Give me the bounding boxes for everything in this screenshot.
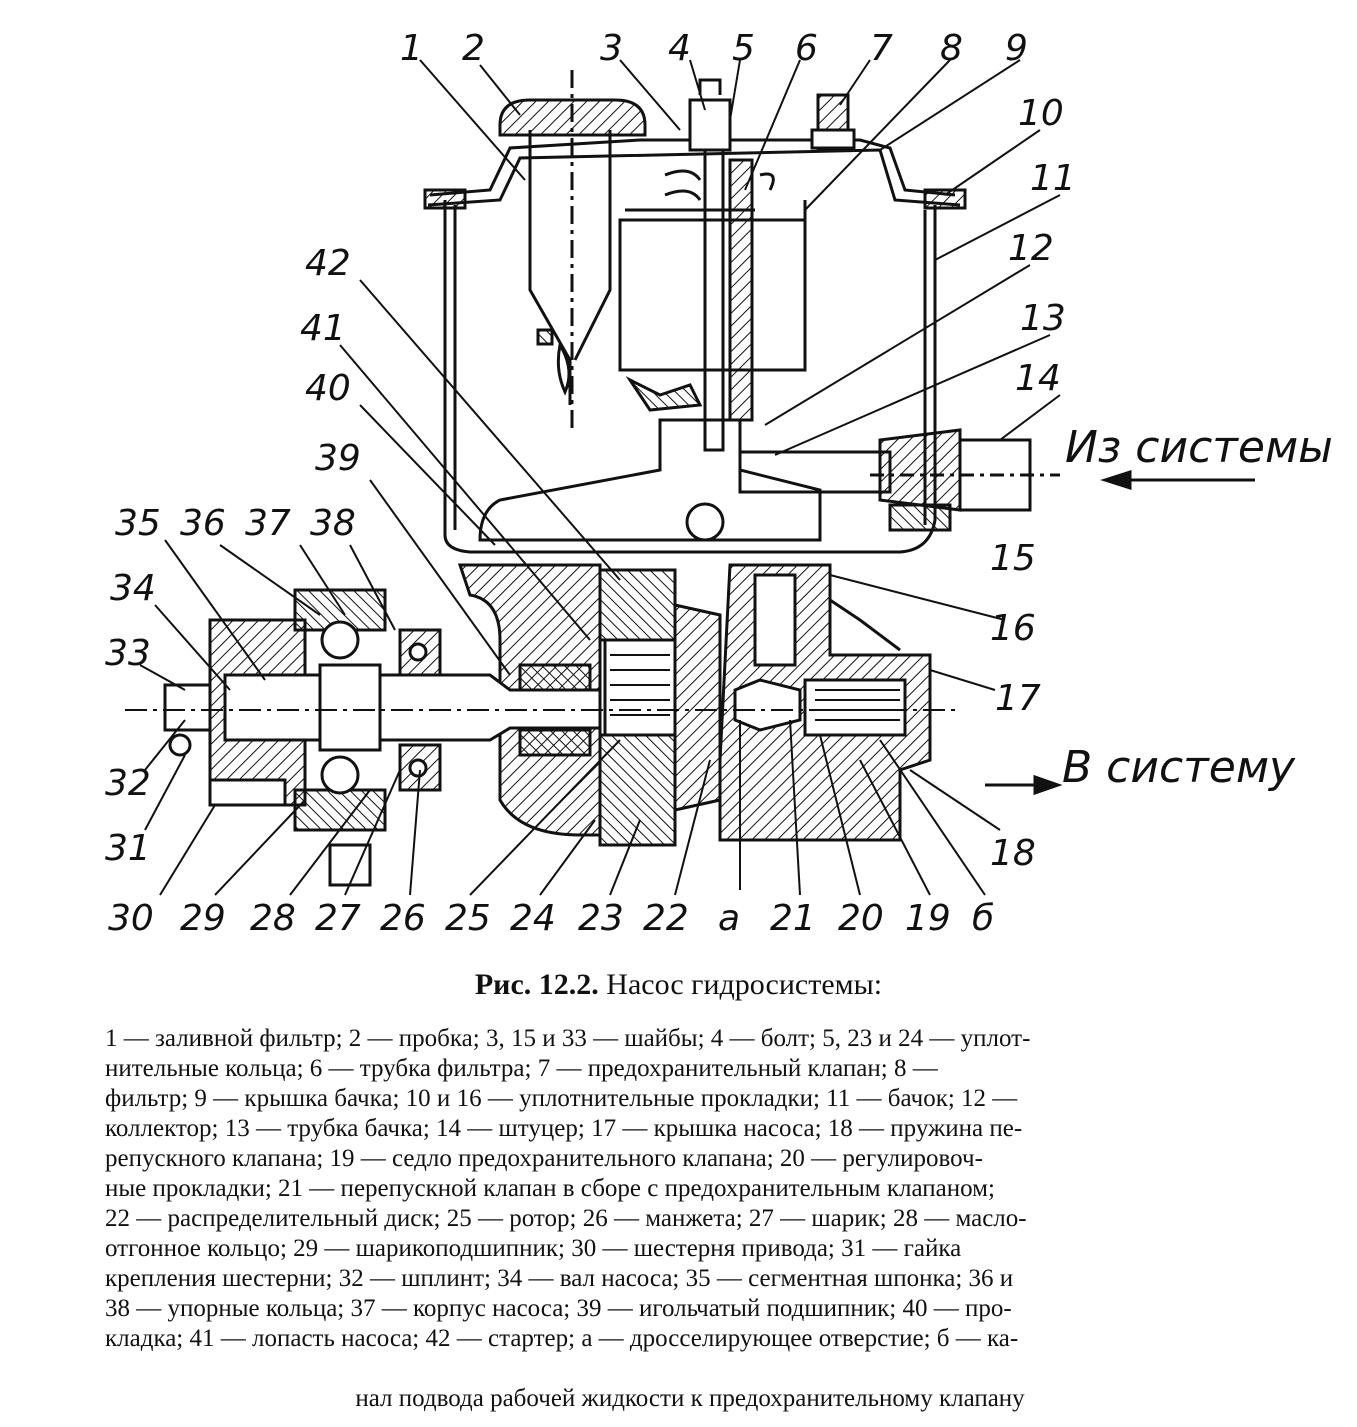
callout-4: 4 (668, 28, 691, 69)
callout-13: 13 (1020, 298, 1066, 339)
callout-labels: 1 2 3 4 5 6 7 8 9 10 11 12 13 14 15 16 1… (105, 28, 1076, 939)
callout-30: 30 (108, 898, 154, 939)
callout-5: 5 (732, 28, 755, 69)
callout-19: 19 (905, 898, 951, 939)
legend-line: нал подвода рабочей жидкости к предохран… (355, 1385, 1025, 1412)
flow-label-from-system: Из системы (1065, 422, 1333, 473)
safety-valve (810, 93, 856, 152)
callout-33: 33 (105, 633, 151, 674)
legend-line: отгонное кольцо; 29 — шарикоподшипник; 3… (105, 1235, 962, 1262)
legend-line: 1 — заливной фильтр; 2 — пробка; 3, 15 и… (105, 1025, 1031, 1052)
legend-line: кладка; 41 — лопасть насоса; 42 — старте… (105, 1325, 1019, 1352)
figure-caption: Рис. 12.2. Насос гидросистемы: (0, 968, 1357, 1002)
legend-line: нительные кольца; 6 — трубка фильтра; 7 … (105, 1055, 938, 1082)
legend-line: 22 — распределительный диск; 25 — ротор;… (105, 1205, 1027, 1232)
callout-34: 34 (110, 568, 156, 609)
callout-21: 21 (770, 898, 816, 939)
callout-10: 10 (1018, 93, 1064, 134)
callout-6: 6 (795, 28, 818, 69)
callout-a: а (718, 898, 740, 939)
legend-line: крепления шестерни; 32 — шплинт; 34 — ва… (105, 1265, 1014, 1292)
callout-32: 32 (105, 763, 151, 804)
flow-label-to-system: В систему (1062, 742, 1296, 793)
filler-plug (498, 70, 647, 430)
callout-38: 38 (310, 503, 356, 544)
callout-16: 16 (990, 608, 1036, 649)
callout-27: 27 (315, 898, 361, 939)
callout-29: 29 (180, 898, 226, 939)
callout-17: 17 (995, 678, 1041, 719)
callout-42: 42 (305, 243, 351, 284)
legend-line: ные прокладки; 21 — перепускной клапан в… (105, 1175, 995, 1202)
callout-26: 26 (380, 898, 426, 939)
caption-title: Насос гидросистемы: (606, 968, 883, 1001)
callout-31: 31 (105, 828, 151, 869)
legend-line: репускного клапана; 19 — седло предохран… (105, 1145, 983, 1172)
pump-body (457, 563, 932, 842)
callout-39: 39 (315, 438, 361, 479)
legend-line: коллектор; 13 — трубка бачка; 14 — штуце… (105, 1115, 1023, 1142)
callout-40: 40 (305, 368, 351, 409)
callout-18: 18 (990, 833, 1036, 874)
callout-28: 28 (250, 898, 296, 939)
figure-legend: 1 — заливной фильтр; 2 — пробка; 3, 15 и… (105, 1024, 1275, 1354)
callout-36: 36 (180, 503, 226, 544)
callout-41: 41 (300, 308, 346, 349)
callout-8: 8 (940, 28, 963, 69)
callout-22: 22 (643, 898, 689, 939)
leader-lines (139, 59, 1061, 896)
callout-24: 24 (510, 898, 556, 939)
legend-line: фильтр; 9 — крышка бачка; 10 и 16 — упло… (105, 1085, 1018, 1112)
callout-20: 20 (838, 898, 884, 939)
return-filter-assembly (618, 78, 807, 452)
reservoir-tank (443, 200, 937, 554)
callout-b: б (972, 898, 994, 939)
flow-arrows (985, 469, 1255, 796)
collector-and-fitting (478, 418, 1060, 542)
pump-cross-section-drawing: 1 2 3 4 5 6 7 8 9 10 11 12 13 14 15 16 1… (105, 28, 1333, 939)
callout-12: 12 (1008, 228, 1054, 269)
callout-23: 23 (578, 898, 624, 939)
callout-15: 15 (990, 538, 1036, 579)
callout-3: 3 (600, 28, 623, 69)
callout-37: 37 (245, 503, 291, 544)
filler-filter (528, 130, 612, 405)
drive-shaft-assembly (163, 588, 602, 887)
callout-35: 35 (115, 503, 161, 544)
tank-cover (423, 138, 967, 210)
callout-7: 7 (870, 28, 893, 69)
rotor-assembly (598, 568, 802, 847)
callout-14: 14 (1015, 358, 1061, 399)
legend-line: 38 — упорные кольца; 37 — корпус насоса;… (105, 1295, 1012, 1322)
callout-11: 11 (1030, 158, 1076, 199)
callout-1: 1 (400, 28, 423, 69)
callout-25: 25 (445, 898, 491, 939)
callout-2: 2 (462, 28, 485, 69)
callout-9: 9 (1005, 28, 1028, 69)
caption-label: Рис. 12.2. (474, 968, 599, 1001)
